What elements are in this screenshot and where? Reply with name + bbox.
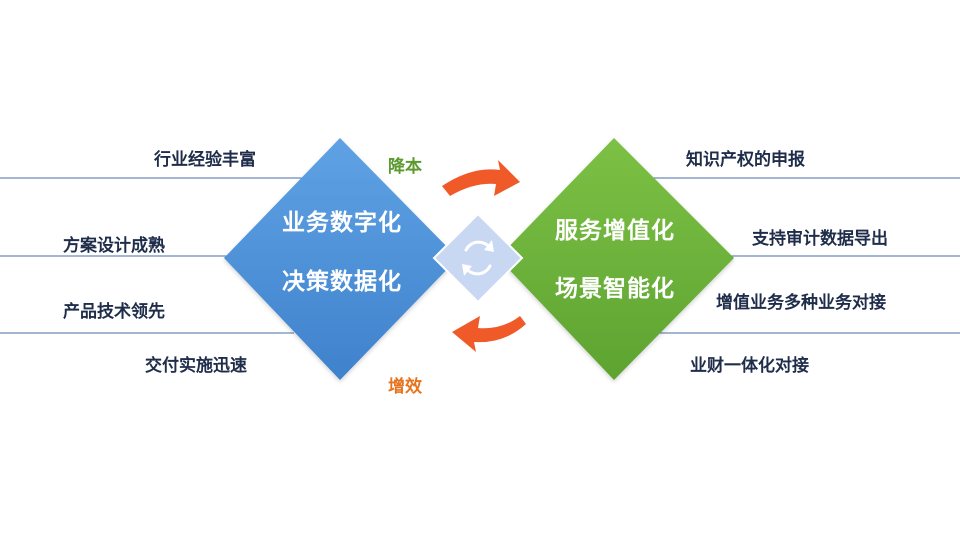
left-item-1: 行业经验丰富 [154, 150, 256, 170]
bottom-arrow [452, 316, 526, 352]
right-item-1: 知识产权的申报 [686, 150, 805, 170]
arrow-label-efficiency: 增效 [388, 377, 422, 397]
left-diamond-line1: 业务数字化 [282, 210, 402, 236]
left-item-2: 方案设计成熟 [63, 236, 165, 256]
left-diamond [224, 138, 458, 380]
left-item-4: 交付实施迅速 [145, 356, 247, 376]
center-diamond [432, 212, 524, 304]
right-item-4: 业财一体化对接 [690, 356, 809, 376]
right-item-2: 支持审计数据导出 [752, 229, 888, 249]
right-diamond [498, 138, 734, 380]
left-diamond-line2: 决策数据化 [282, 269, 402, 295]
right-diamond-line2: 场景智能化 [555, 276, 675, 302]
arrow-label-reduce-cost: 降本 [388, 157, 422, 177]
left-item-3: 产品技术领先 [63, 302, 165, 322]
right-diamond-line1: 服务增值化 [555, 218, 675, 244]
right-item-3: 增值业务多种业务对接 [716, 293, 886, 313]
refresh-cycle-icon [462, 240, 494, 276]
top-arrow [442, 160, 520, 196]
